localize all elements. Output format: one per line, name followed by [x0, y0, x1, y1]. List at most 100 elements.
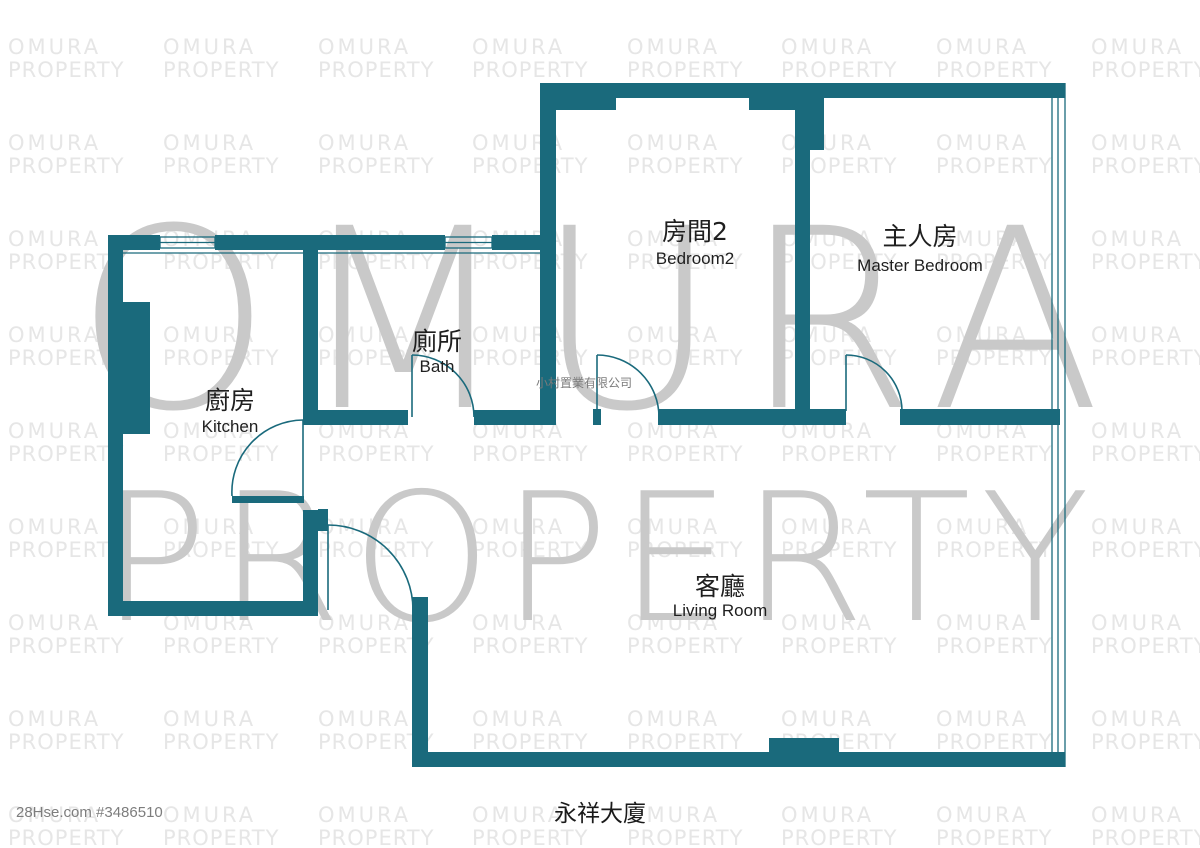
watermark-tile-property: PROPERTY: [163, 730, 279, 754]
watermark-tile-property: PROPERTY: [472, 634, 588, 658]
watermark-tile-omura: OMURA: [627, 611, 720, 635]
watermark-tile-property: PROPERTY: [472, 250, 588, 274]
watermark-tile-property: PROPERTY: [472, 58, 588, 82]
watermark-tile-omura: OMURA: [1091, 803, 1184, 827]
watermark-tile-property: PROPERTY: [163, 634, 279, 658]
door-arc-bath: [411, 354, 475, 418]
watermark-tile-property: PROPERTY: [8, 346, 124, 370]
watermark-tile-property: PROPERTY: [936, 346, 1052, 370]
watermark-tile-property: PROPERTY: [163, 250, 279, 274]
watermark-tile-property: PROPERTY: [627, 538, 743, 562]
door-arc-entrance: [327, 524, 414, 611]
watermark-tile-property: PROPERTY: [472, 154, 588, 178]
watermark-tile-omura: OMURA: [1091, 419, 1184, 443]
wall-kitchen-right-lower: [303, 510, 318, 616]
watermark-tile-property: PROPERTY: [318, 346, 434, 370]
doors: [231, 354, 903, 611]
wall-top-pier-left: [540, 98, 616, 110]
watermark-tile-omura: OMURA: [318, 611, 411, 635]
watermark-tile-omura: OMURA: [936, 227, 1029, 251]
watermark-tile-omura: OMURA: [1091, 323, 1184, 347]
watermark-tile-omura: OMURA: [1091, 35, 1184, 59]
watermark-tile-property: PROPERTY: [472, 346, 588, 370]
watermark-tile-omura: OMURA: [1091, 227, 1184, 251]
watermark-tile-omura: OMURA: [8, 707, 101, 731]
watermark-tile-omura: OMURA: [318, 35, 411, 59]
watermark-tile-property: PROPERTY: [8, 730, 124, 754]
watermark-tile-omura: OMURA: [627, 707, 720, 731]
door-arc-bedroom2: [596, 354, 660, 418]
watermark-tile-property: PROPERTY: [936, 58, 1052, 82]
wall-bath-bottom-a: [303, 410, 408, 425]
watermark-tile-property: PROPERTY: [781, 826, 897, 848]
watermark-tile-omura: OMURA: [318, 515, 411, 539]
wall-bath-left: [303, 235, 318, 425]
room-label-bath-en: Bath: [419, 357, 455, 376]
watermark-tile-omura: OMURA: [781, 515, 874, 539]
wall-bath-top-end: [492, 235, 541, 250]
room-label-bedroom2-cn: 房間2: [662, 217, 728, 246]
watermark-tile-property: PROPERTY: [781, 442, 897, 466]
room-label-kitchen-cn: 廚房: [204, 386, 255, 415]
watermark-tile-omura: OMURA: [1091, 611, 1184, 635]
watermark-tile-property: PROPERTY: [318, 250, 434, 274]
company-label: 小村置業有限公司: [536, 376, 633, 390]
watermark-tile-omura: OMURA: [781, 707, 874, 731]
wall-kitchen-bottom: [108, 601, 318, 616]
watermark-tile-property: PROPERTY: [163, 154, 279, 178]
watermark-tile-property: PROPERTY: [627, 346, 743, 370]
watermark-tile-omura: OMURA: [1091, 131, 1184, 155]
watermark-tile-omura: OMURA: [8, 35, 101, 59]
wall-living-left: [412, 597, 428, 767]
watermark-tile-omura: OMURA: [472, 803, 565, 827]
windows: [123, 83, 1066, 767]
wall-bedrooms-divider: [795, 98, 810, 425]
watermark-tile-property: PROPERTY: [627, 250, 743, 274]
watermark-tile-property: PROPERTY: [472, 730, 588, 754]
room-label-master-en: Master Bedroom: [857, 256, 983, 275]
watermark-tile-omura: OMURA: [163, 803, 256, 827]
watermark-tile-property: PROPERTY: [318, 826, 434, 848]
wall-top: [540, 83, 1065, 98]
watermark-tile-property: PROPERTY: [163, 442, 279, 466]
watermark-tile-omura: OMURA: [472, 611, 565, 635]
door-arc-master: [845, 354, 903, 412]
door-arc-kitchen: [231, 419, 304, 497]
watermark-tile-omura: OMURA: [936, 611, 1029, 635]
watermark-tile-property: PROPERTY: [8, 250, 124, 274]
watermark-tile-omura: OMURA: [627, 227, 720, 251]
watermark-tile-omura: OMURA: [8, 227, 101, 251]
room-label-master-cn: 主人房: [882, 222, 958, 251]
watermark-tile-omura: OMURA: [936, 323, 1029, 347]
watermark-tile-omura: OMURA: [781, 611, 874, 635]
watermark-tile-property: PROPERTY: [163, 538, 279, 562]
watermark-tile-property: PROPERTY: [1091, 250, 1200, 274]
watermark-tile-property: PROPERTY: [318, 58, 434, 82]
wall-bedroom2-left: [540, 83, 556, 425]
watermark-tile-omura: OMURA: [936, 803, 1029, 827]
watermark-tile-omura: OMURA: [627, 803, 720, 827]
watermark-tile-property: PROPERTY: [1091, 730, 1200, 754]
watermark-tile-property: PROPERTY: [472, 442, 588, 466]
watermark-tile-omura: OMURA: [627, 35, 720, 59]
door-jamb-master: [840, 409, 846, 425]
listing-id: 28Hse.com #3486510: [16, 804, 163, 821]
watermark-tile-property: PROPERTY: [318, 538, 434, 562]
watermark-tile-omura: OMURA: [627, 131, 720, 155]
watermark-tile-property: PROPERTY: [472, 538, 588, 562]
watermark-tile-omura: OMURA: [936, 515, 1029, 539]
watermark-tile-property: PROPERTY: [1091, 58, 1200, 82]
watermark-tile-property: PROPERTY: [627, 634, 743, 658]
watermark-tile-omura: OMURA: [472, 35, 565, 59]
watermark-tile-property: PROPERTY: [472, 826, 588, 848]
room-label-bath-cn: 廁所: [411, 327, 462, 356]
watermark-tile-omura: OMURA: [8, 323, 101, 347]
watermark-tile-property: PROPERTY: [163, 346, 279, 370]
watermark-tile-omura: OMURA: [1091, 707, 1184, 731]
watermark-tile-omura: OMURA: [627, 323, 720, 347]
watermark-tile-property: PROPERTY: [318, 154, 434, 178]
wall-kitchen-door-stub: [232, 496, 304, 503]
watermark-tile-property: PROPERTY: [1091, 634, 1200, 658]
watermark-tile-omura: OMURA: [163, 35, 256, 59]
watermark-tile-property: PROPERTY: [1091, 346, 1200, 370]
